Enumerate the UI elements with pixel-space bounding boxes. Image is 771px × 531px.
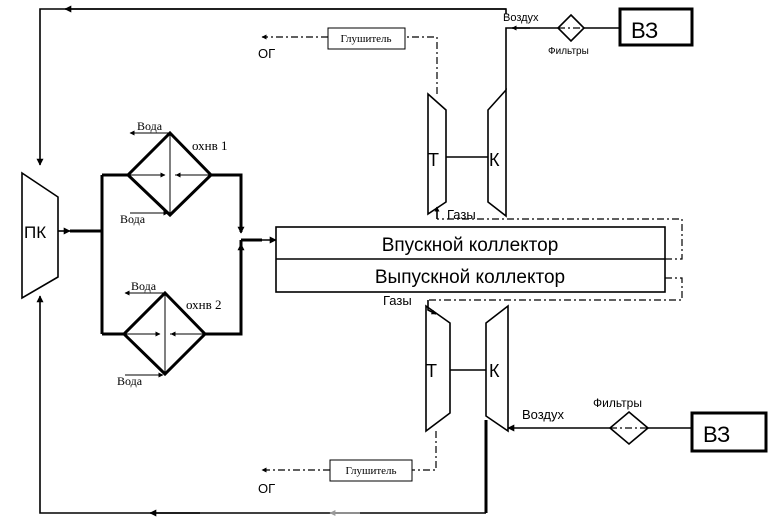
muffler-top-label: Глушитель <box>340 33 391 45</box>
cooler2-label: охнв 2 <box>186 297 222 312</box>
turbocharger-bottom: Т К Газы Глушитель ОГ Воздух <box>258 293 610 496</box>
air-intake-top-label: ВЗ <box>631 18 658 43</box>
cooler-1: Вода Вода охнв 1 <box>120 119 228 226</box>
air-intake-bottom-label: ВЗ <box>703 422 730 447</box>
bottom-return-line <box>36 295 488 517</box>
cooler-network <box>70 173 277 336</box>
intake-manifold-label: Впускной коллектор <box>382 235 559 256</box>
muffler-bottom-label: Глушитель <box>345 465 396 477</box>
turbine-bottom-label: Т <box>426 361 437 381</box>
filters-bottom-label: Фильтры <box>593 396 642 410</box>
manifolds: Впускной коллектор Выпускной коллектор <box>275 218 683 301</box>
turbine-top-label: Т <box>428 150 439 170</box>
exhaust-manifold-label: Выпускной коллектор <box>375 267 565 288</box>
filters-top-label: Фильтры <box>548 46 589 57</box>
cooler2-water-in-label: Вода <box>117 374 143 388</box>
exhaust-out-top-label: ОГ <box>258 46 275 61</box>
cooler1-water-in-label: Вода <box>120 212 146 226</box>
air-intake-bottom: ВЗ <box>690 411 768 453</box>
air-bottom-label: Воздух <box>522 407 565 422</box>
filter-top: Фильтры <box>548 13 620 57</box>
pk-block: ПК <box>21 171 71 300</box>
cooler2-water-out-label: Вода <box>131 279 157 293</box>
gases-top-label: Газы <box>447 207 476 222</box>
muffler-top <box>327 27 406 50</box>
air-top-label: Воздух <box>503 12 539 24</box>
cooler-2: Вода Вода охнв 2 <box>117 279 222 388</box>
cooler1-water-out-label: Вода <box>137 119 163 133</box>
pk-label: ПК <box>24 223 46 242</box>
cooler1-label: охнв 1 <box>192 138 228 153</box>
air-intake-top: ВЗ <box>618 7 694 47</box>
compressor-bottom-label: К <box>489 361 500 381</box>
filter-bottom: Фильтры <box>593 396 692 446</box>
top-return-line <box>36 5 507 166</box>
exhaust-out-bottom-label: ОГ <box>258 481 275 496</box>
compressor-top-label: К <box>489 150 500 170</box>
turbocharger-top: Т К Газы Глушитель ОГ Воздух <box>258 12 558 222</box>
gases-bottom-label: Газы <box>383 293 412 308</box>
